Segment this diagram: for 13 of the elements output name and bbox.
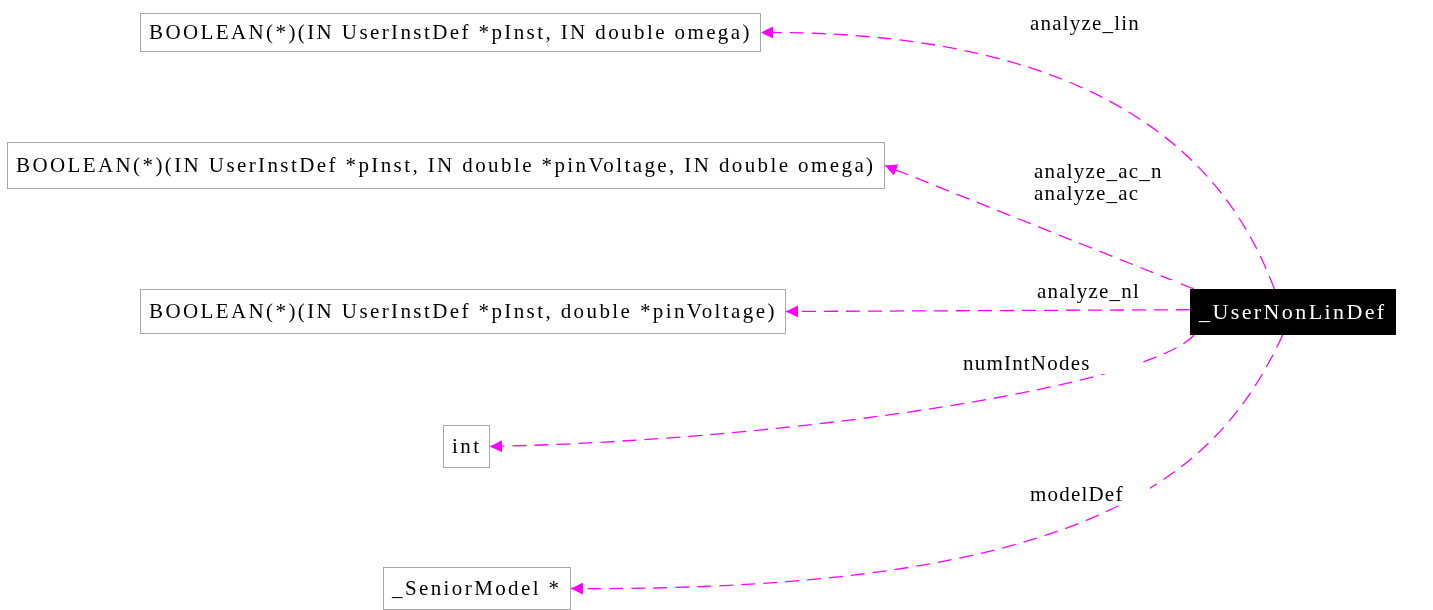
- dashed-arrow: [785, 305, 1191, 318]
- edge-label: modelDef: [1030, 483, 1150, 506]
- type-box: BOOLEAN(*)(IN UserInstDef *pInst, IN double *pinVoltage, IN double omega): [7, 142, 885, 189]
- type-box: int: [443, 425, 491, 468]
- type-box: BOOLEAN(*)(IN UserInstDef *pInst, double *pinVoltage): [140, 289, 786, 334]
- dashed-arrow: [489, 334, 1195, 453]
- type-box: _SeniorModel *: [383, 567, 571, 610]
- dashed-arrow: [760, 26, 1276, 290]
- edge-label: analyze_nl: [1037, 280, 1177, 303]
- type-box: BOOLEAN(*)(IN UserInstDef *pInst, IN double omega): [140, 13, 761, 52]
- dashed-arrow: [570, 334, 1284, 595]
- dashed-arrow: [884, 164, 1195, 290]
- class-box: _UserNonLinDef: [1190, 289, 1396, 335]
